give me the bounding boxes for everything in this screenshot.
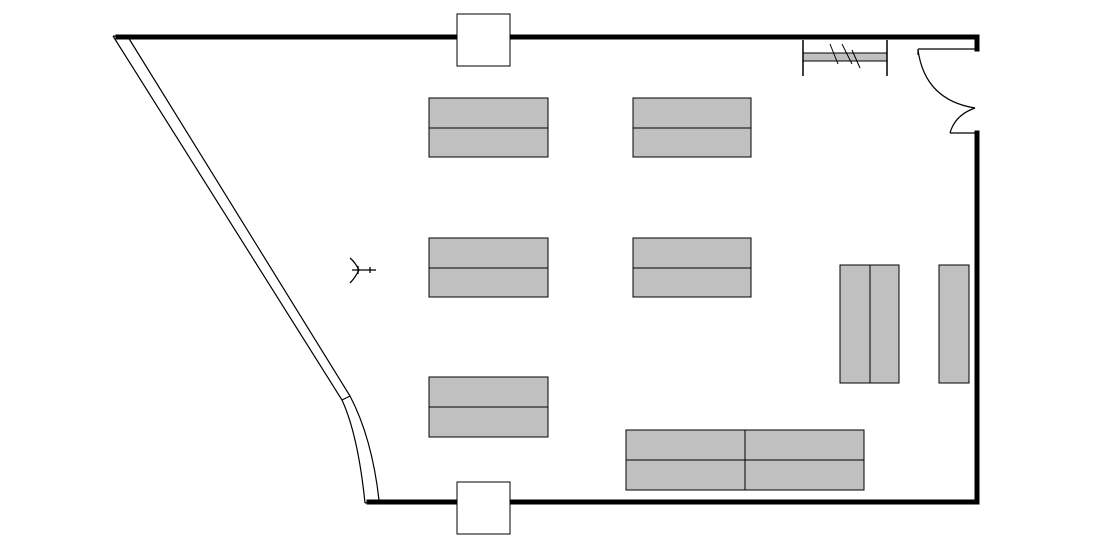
- door-lower-arc: [949, 107, 976, 134]
- angled-wall: [112, 35, 380, 504]
- angled-wall-top-cap: [112, 35, 129, 38]
- top-wall: [115, 34, 980, 52]
- table-group-row3-left: [428, 376, 549, 438]
- table-group-row2-right: [632, 237, 752, 298]
- person-figure-icon: [349, 257, 376, 284]
- right-wall: [366, 130, 980, 505]
- table-group-row1-right: [632, 97, 752, 158]
- angled-wall-bottom-cap: [364, 499, 380, 504]
- table-group-row1-left: [428, 97, 549, 158]
- door-swing-icon: [917, 48, 977, 134]
- window-hatch-1: [829, 43, 839, 65]
- angled-wall-joint: [341, 395, 351, 401]
- window-unit: [802, 40, 888, 76]
- angled-wall-outer: [112, 35, 366, 504]
- table-group-vertical: [839, 264, 900, 384]
- window-hatch-2: [841, 43, 853, 65]
- window-hatch-3: [851, 49, 861, 69]
- door-arc: [917, 49, 976, 109]
- angled-wall-inner: [127, 36, 380, 501]
- window-bar: [802, 52, 888, 62]
- table-group-bottom: [625, 429, 865, 491]
- outer-walls: [115, 34, 980, 505]
- column-bottom: [456, 481, 511, 535]
- table-group-row2-left: [428, 237, 549, 298]
- column-top: [456, 13, 511, 67]
- side-table: [938, 264, 970, 384]
